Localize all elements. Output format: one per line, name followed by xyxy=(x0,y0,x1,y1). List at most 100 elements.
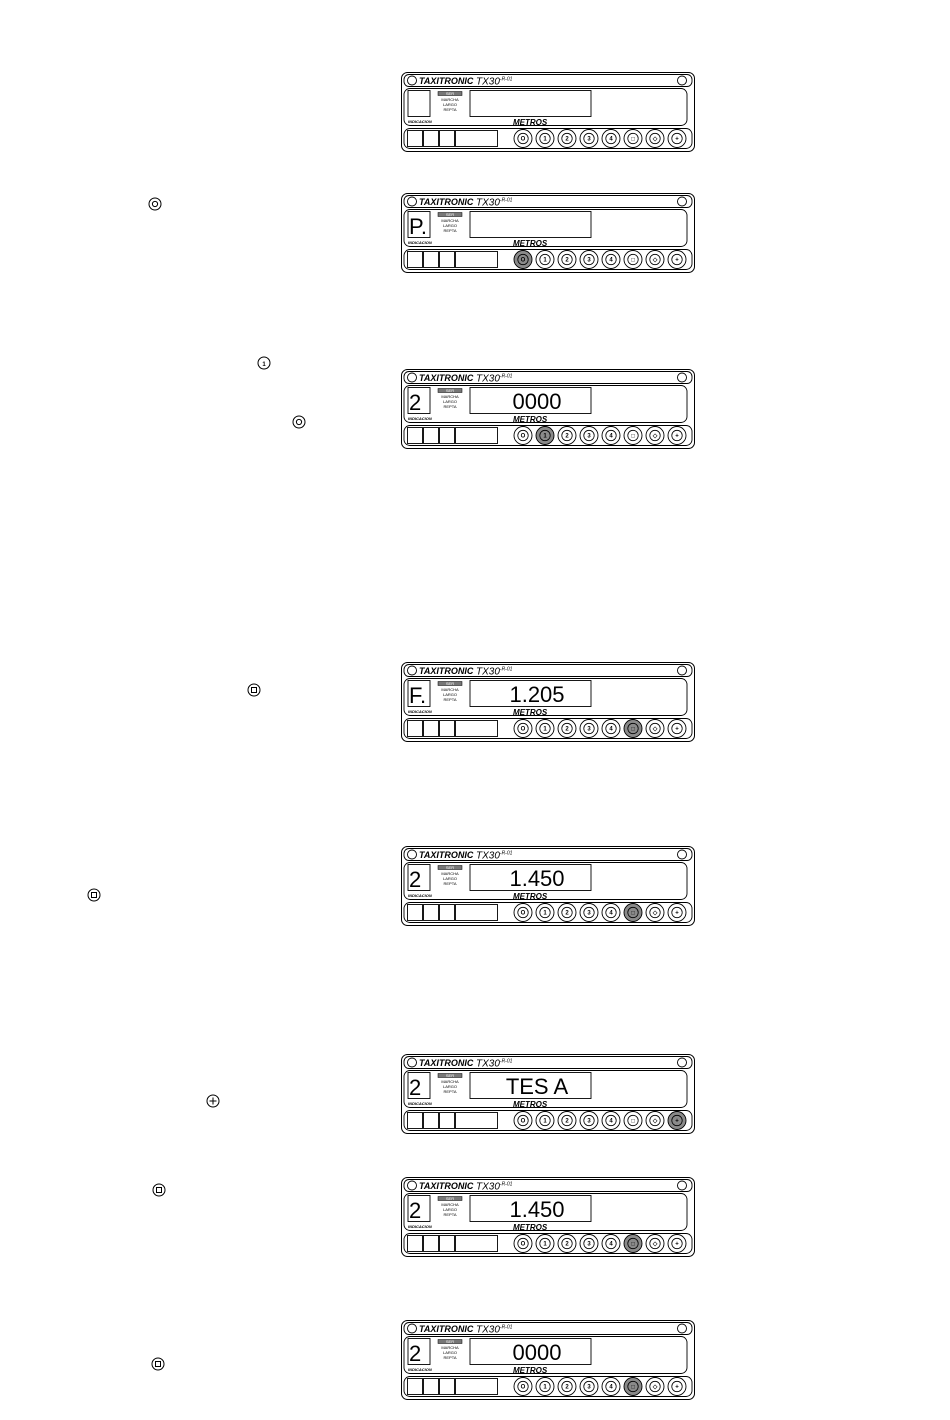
key-3-button[interactable]: 3 xyxy=(579,903,599,922)
key-glyph: 4 xyxy=(609,727,613,733)
key-plus-button[interactable]: + xyxy=(667,903,687,922)
indicator-caption: INDICACION xyxy=(408,416,432,421)
key-4-button[interactable]: 4 xyxy=(601,1377,621,1396)
key-4-button[interactable]: 4 xyxy=(601,719,621,738)
key-4-button[interactable]: 4 xyxy=(601,1234,621,1253)
key-square-button[interactable]: □ xyxy=(623,1111,643,1130)
key-o-button[interactable]: O xyxy=(513,903,533,922)
key-3-button[interactable]: 3 xyxy=(579,129,599,148)
key-2-button[interactable]: 2 xyxy=(557,1377,577,1396)
key-o-button[interactable]: O xyxy=(513,1234,533,1253)
indicator-box xyxy=(407,90,431,117)
key-2-button[interactable]: 2 xyxy=(557,250,577,269)
key-plus-button[interactable]: + xyxy=(667,1377,687,1396)
svg-text:1: 1 xyxy=(262,362,266,368)
screw-icon xyxy=(407,1180,417,1191)
key-o-button[interactable]: O xyxy=(513,426,533,445)
key-square-button[interactable]: □ xyxy=(623,1377,643,1396)
key-3-button[interactable]: 3 xyxy=(579,719,599,738)
key-4-button[interactable]: 4 xyxy=(601,129,621,148)
indicator-value: 2 xyxy=(409,867,421,892)
key-2-button[interactable]: 2 xyxy=(557,1111,577,1130)
key-diamond-button[interactable]: ◇ xyxy=(645,1377,665,1396)
key-glyph: 2 xyxy=(565,434,569,440)
key-square-button[interactable]: □ xyxy=(623,1234,643,1253)
key-plus-button[interactable]: + xyxy=(667,1234,687,1253)
key-o-button[interactable]: O xyxy=(513,1377,533,1396)
key-3-button[interactable]: 3 xyxy=(579,250,599,269)
key-glyph: ◇ xyxy=(652,257,658,264)
key-square-button[interactable]: □ xyxy=(623,903,643,922)
key-1-button[interactable]: 1 xyxy=(535,426,555,445)
screw-icon xyxy=(677,1323,687,1334)
status-lamp xyxy=(437,1196,463,1201)
key-square-button[interactable]: □ xyxy=(623,719,643,738)
indicator-caption: INDICACION xyxy=(408,709,432,714)
key-glyph: + xyxy=(675,434,679,440)
meter-body xyxy=(401,1177,695,1257)
key-diamond-button[interactable]: ◇ xyxy=(645,250,665,269)
key-plus-button[interactable]: + xyxy=(667,426,687,445)
key-4-button[interactable]: 4 xyxy=(601,903,621,922)
key-square-button[interactable]: □ xyxy=(623,426,643,445)
status-line: MARCHA xyxy=(441,1079,459,1084)
status-line: LARGO xyxy=(443,102,457,107)
key-glyph: 1 xyxy=(543,727,547,733)
key-4-button[interactable]: 4 xyxy=(601,426,621,445)
key-plus-button[interactable]: + xyxy=(667,129,687,148)
key-3-button[interactable]: 3 xyxy=(579,426,599,445)
square-key-icon xyxy=(151,1357,165,1371)
screw-icon xyxy=(407,665,417,676)
indicator-box xyxy=(407,1072,431,1099)
key-1-button[interactable]: 1 xyxy=(535,719,555,738)
key-2-button[interactable]: 2 xyxy=(557,129,577,148)
key-diamond-button[interactable]: ◇ xyxy=(645,903,665,922)
slot-box xyxy=(423,130,439,147)
key-2-button[interactable]: 2 xyxy=(557,426,577,445)
key-glyph: O xyxy=(521,258,526,264)
status-lamp xyxy=(437,681,463,686)
key-4-button[interactable]: 4 xyxy=(601,250,621,269)
key-o-button[interactable]: O xyxy=(513,129,533,148)
key-3-button[interactable]: 3 xyxy=(579,1234,599,1253)
key-plus-button[interactable]: + xyxy=(667,250,687,269)
main-display xyxy=(469,90,592,117)
key-4-button[interactable]: 4 xyxy=(601,1111,621,1130)
key-1-button[interactable]: 1 xyxy=(535,1111,555,1130)
key-square-button[interactable]: □ xyxy=(623,129,643,148)
key-2-button[interactable]: 2 xyxy=(557,719,577,738)
key-diamond-button[interactable]: ◇ xyxy=(645,719,665,738)
key-diamond-button[interactable]: ◇ xyxy=(645,1111,665,1130)
key-diamond-button[interactable]: ◇ xyxy=(645,1234,665,1253)
status-lamp xyxy=(437,865,463,870)
status-lamp-label: SER xyxy=(446,1339,454,1344)
key-2-button[interactable]: 2 xyxy=(557,903,577,922)
key-glyph: 3 xyxy=(587,258,591,264)
key-o-button[interactable]: O xyxy=(513,1111,533,1130)
key-glyph: ◇ xyxy=(652,1241,658,1248)
key-diamond-button[interactable]: ◇ xyxy=(645,129,665,148)
status-line: LARGO xyxy=(443,1350,457,1355)
key-2-button[interactable]: 2 xyxy=(557,1234,577,1253)
key-1-button[interactable]: 1 xyxy=(535,903,555,922)
key-1-button[interactable]: 1 xyxy=(535,250,555,269)
key-plus-button[interactable]: + xyxy=(667,1111,687,1130)
indicator-value: F. xyxy=(409,683,426,708)
key-1-button[interactable]: 1 xyxy=(535,1234,555,1253)
key-glyph: 3 xyxy=(587,1385,591,1391)
screw-icon xyxy=(677,665,687,676)
key-1-button[interactable]: 1 xyxy=(535,129,555,148)
key-diamond-button[interactable]: ◇ xyxy=(645,426,665,445)
key-o-button[interactable]: O xyxy=(513,250,533,269)
key-glyph: ◇ xyxy=(652,1384,658,1391)
key-3-button[interactable]: 3 xyxy=(579,1111,599,1130)
brand-label: TAXITRONIC xyxy=(419,76,474,86)
key-3-button[interactable]: 3 xyxy=(579,1377,599,1396)
key-1-button[interactable]: 1 xyxy=(535,1377,555,1396)
unit-label: METROS xyxy=(513,892,548,901)
key-square-button[interactable]: □ xyxy=(623,250,643,269)
key-plus-button[interactable]: + xyxy=(667,719,687,738)
key-o-button[interactable]: O xyxy=(513,719,533,738)
